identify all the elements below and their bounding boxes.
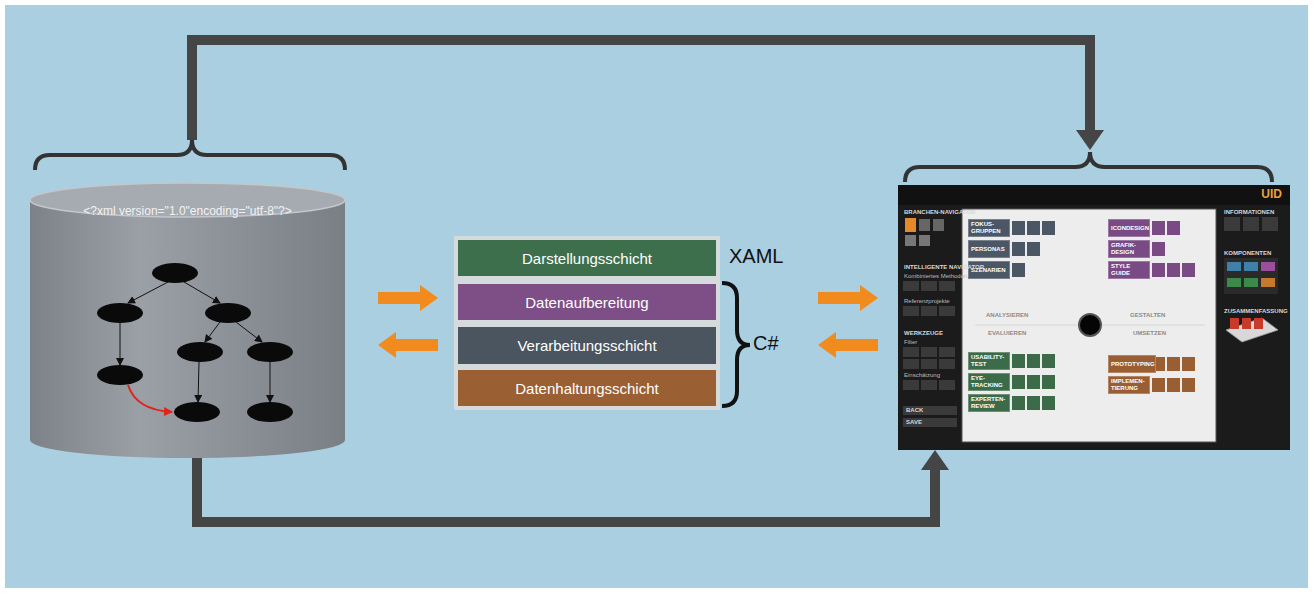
- method-button: EXPERTEN-REVIEW: [968, 394, 1010, 412]
- application-screenshot: UID FOKUS-GRUPPEN PERSONAS SZENARIEN ICONDES…: [898, 150, 1290, 450]
- language-label: XAML: [729, 245, 783, 268]
- sidebar-label: Einschätzung: [904, 372, 940, 378]
- xml-header: <?xml version="1.0"encoding="utf-8"?>: [30, 204, 345, 218]
- sidebar-label: INTELLIGENTE NAVIGATOR: [904, 264, 984, 270]
- layer-name: Darstellungsschicht: [522, 250, 652, 267]
- arrow-head: [1076, 130, 1104, 150]
- sidebar-label: WERKZEUGE: [904, 330, 943, 336]
- layer-band: Datenhaltungsschicht: [458, 370, 716, 406]
- layer-band: Datenaufbereitung: [458, 284, 716, 320]
- method-button: USABILITY-TEST: [968, 352, 1010, 370]
- sidebar-label: Referenzprojekte: [904, 298, 950, 304]
- database-cylinder: <?xml version="1.0"encoding="utf-8"?>: [30, 140, 345, 458]
- method-button: IMPLEMEN-TIERUNG: [1108, 376, 1150, 394]
- button-label: STYLE GUIDE: [1111, 263, 1147, 276]
- layer-band: Verarbeitungsschicht: [458, 327, 716, 364]
- phase-label: GESTALTEN: [1130, 312, 1165, 318]
- method-button: GRAFIK-DESIGN: [1108, 240, 1150, 258]
- sidebar-label: INFORMATIONEN: [1224, 209, 1274, 215]
- flow-line: [197, 458, 935, 522]
- button-label: IMPLEMEN-TIERUNG: [1111, 378, 1147, 391]
- button-label: EYE-TRACKING: [971, 375, 1007, 388]
- phase-label: UMSETZEN: [1133, 330, 1166, 336]
- sidebar-label: Filter: [904, 339, 917, 345]
- layer-band: Darstellungsschicht: [458, 240, 716, 276]
- button-label: PROTOTYPING: [1111, 361, 1155, 368]
- flow-arrow: [197, 450, 949, 522]
- button-label: FOKUS-GRUPPEN: [971, 221, 1007, 234]
- button-label: USABILITY-TEST: [971, 354, 1007, 367]
- button-label: ICONDESIGN: [1111, 225, 1149, 232]
- sidebar-label: ZUSAMMENFASSUNG: [1224, 308, 1288, 314]
- language-label: C#: [753, 332, 779, 355]
- method-button: EYE-TRACKING: [968, 373, 1010, 391]
- phase-label: EVALUIEREN: [988, 330, 1026, 336]
- button-label: BACK: [906, 407, 923, 413]
- method-button: PROTOTYPING: [1108, 355, 1156, 373]
- method-button: STYLE GUIDE: [1108, 261, 1150, 279]
- method-button: PERSONAS: [968, 240, 1010, 258]
- arrow-head: [921, 450, 949, 470]
- flow-arrow: [192, 40, 1104, 150]
- sidebar-label: BRANCHEN-NAVIGATOR: [904, 209, 975, 215]
- sidebar-label: KOMPONENTEN: [1224, 250, 1271, 256]
- button-label: EXPERTEN-REVIEW: [971, 396, 1007, 409]
- button-label: SAVE: [906, 419, 922, 425]
- button-label: PERSONAS: [971, 246, 1005, 253]
- layer-name: Verarbeitungsschicht: [517, 337, 656, 354]
- method-button: SZENARIEN: [968, 261, 1010, 279]
- flow-line: [192, 40, 1090, 140]
- layer-name: Datenaufbereitung: [525, 294, 648, 311]
- method-button: ICONDESIGN: [1108, 219, 1150, 237]
- button-label: GRAFIK-DESIGN: [1111, 242, 1147, 255]
- method-button: FOKUS-GRUPPEN: [968, 219, 1010, 237]
- app-logo: UID: [1261, 187, 1282, 201]
- sidebar-label: Kombiniertes Methoden: [904, 273, 967, 279]
- phase-label: ANALYSIEREN: [986, 312, 1028, 318]
- layer-name: Datenhaltungsschicht: [515, 380, 658, 397]
